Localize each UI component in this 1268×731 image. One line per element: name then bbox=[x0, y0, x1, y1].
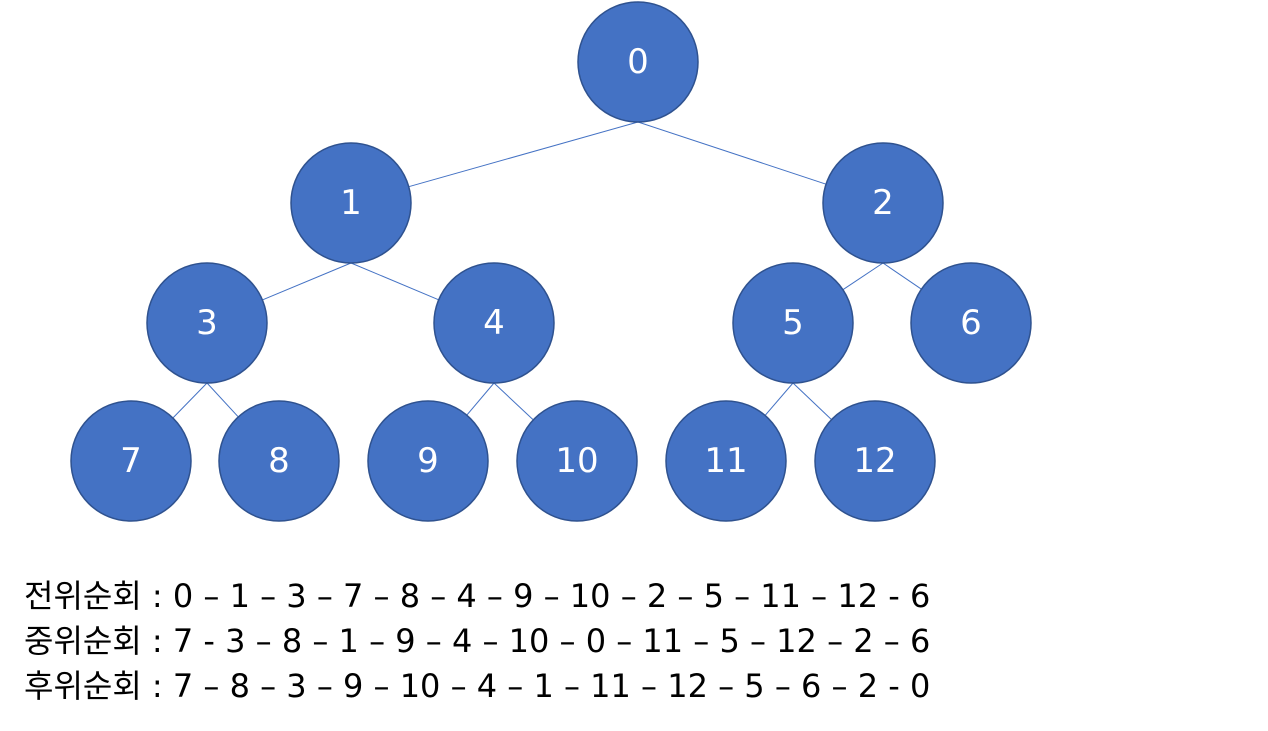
tree-node-circle bbox=[433, 262, 555, 384]
inorder-traversal: 중위순회 : 7 - 3 – 8 – 1 – 9 – 4 – 10 – 0 – … bbox=[24, 622, 931, 660]
tree-node-label: 8 bbox=[268, 441, 290, 481]
tree-edge-3-7 bbox=[172, 382, 208, 419]
tree-node-circle bbox=[516, 400, 638, 522]
tree-node-label: 5 bbox=[782, 303, 804, 343]
tree-node-circle bbox=[577, 1, 699, 123]
tree-node-circle bbox=[218, 400, 340, 522]
tree-edge-0-1 bbox=[408, 121, 639, 188]
tree-edge-5-12 bbox=[792, 382, 832, 421]
tree-node-label: 3 bbox=[196, 303, 218, 343]
tree-node-circle bbox=[732, 262, 854, 384]
tree-node-circle bbox=[665, 400, 787, 522]
tree-edge-4-10 bbox=[493, 382, 534, 421]
tree-node-12: 12 bbox=[814, 400, 936, 522]
tree-node-circle bbox=[290, 142, 412, 264]
postorder-traversal: 후위순회 : 7 – 8 – 3 – 9 – 10 – 4 – 1 – 11 –… bbox=[24, 667, 931, 705]
tree-node-label: 12 bbox=[853, 441, 896, 481]
tree-node-circle bbox=[70, 400, 192, 522]
tree-node-3: 3 bbox=[146, 262, 268, 384]
tree-edge-5-11 bbox=[764, 382, 794, 416]
tree-edge-2-6 bbox=[882, 262, 922, 290]
tree-node-label: 9 bbox=[417, 441, 439, 481]
tree-node-label: 11 bbox=[704, 441, 747, 481]
tree-node-9: 9 bbox=[367, 400, 489, 522]
tree-node-label: 4 bbox=[483, 303, 505, 343]
tree-edge-2-5 bbox=[842, 262, 884, 291]
tree-node-5: 5 bbox=[732, 262, 854, 384]
tree-edge-4-9 bbox=[466, 382, 495, 416]
tree-node-circle bbox=[367, 400, 489, 522]
tree-edge-1-3 bbox=[262, 262, 352, 301]
tree-node-2: 2 bbox=[822, 142, 944, 264]
preorder-traversal: 전위순회 : 0 – 1 – 3 – 7 – 8 – 4 – 9 – 10 – … bbox=[24, 577, 931, 615]
tree-node-circle bbox=[814, 400, 936, 522]
tree-node-circle bbox=[910, 262, 1032, 384]
tree-node-4: 4 bbox=[433, 262, 555, 384]
tree-edge-1-4 bbox=[350, 262, 439, 301]
tree-node-0: 0 bbox=[577, 1, 699, 123]
tree-node-label: 0 bbox=[627, 42, 649, 82]
tree-node-circle bbox=[822, 142, 944, 264]
tree-node-label: 10 bbox=[555, 441, 598, 481]
traversal-list: 전위순회 : 0 – 1 – 3 – 7 – 8 – 4 – 9 – 10 – … bbox=[24, 574, 930, 709]
tree-edges bbox=[172, 121, 922, 421]
tree-node-8: 8 bbox=[218, 400, 340, 522]
tree-node-label: 2 bbox=[872, 183, 894, 223]
tree-node-7: 7 bbox=[70, 400, 192, 522]
tree-edge-0-2 bbox=[637, 121, 827, 185]
tree-node-11: 11 bbox=[665, 400, 787, 522]
tree-node-label: 1 bbox=[340, 183, 362, 223]
tree-node-1: 1 bbox=[290, 142, 412, 264]
tree-node-6: 6 bbox=[910, 262, 1032, 384]
tree-edge-3-8 bbox=[206, 382, 239, 418]
tree-node-label: 6 bbox=[960, 303, 982, 343]
tree-node-10: 10 bbox=[516, 400, 638, 522]
tree-node-circle bbox=[146, 262, 268, 384]
tree-node-label: 7 bbox=[120, 441, 142, 481]
